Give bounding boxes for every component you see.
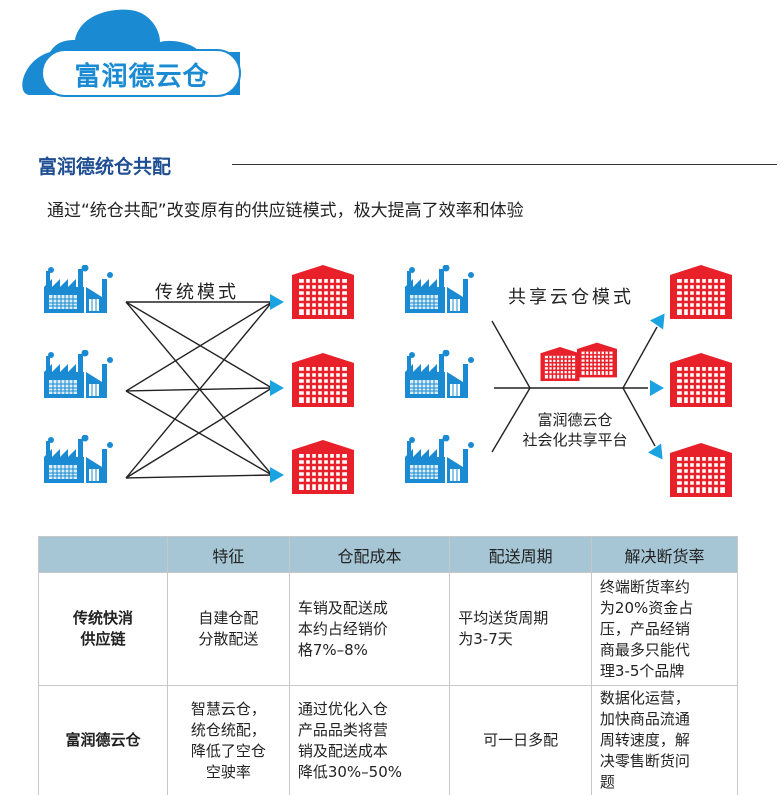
factory-icon — [44, 350, 114, 398]
hub-warehouse-icon — [577, 342, 617, 378]
arrow-icon — [270, 380, 284, 396]
cell-cycle: 平均送货周期为3-7天 — [449, 572, 592, 686]
warehouse-icon — [670, 353, 732, 407]
factory-icon — [44, 265, 114, 313]
connector-line — [125, 301, 273, 389]
logo-cloud-icon — [22, 9, 241, 97]
arrow-icon — [270, 467, 284, 483]
cell-stockout: 数据化运营，加快商品流通周转速度，解决零售断货问题 — [590, 685, 739, 795]
warehouse-icon — [292, 353, 354, 407]
arrow-icon — [650, 313, 665, 330]
arrow-icon — [648, 443, 663, 460]
cell-cycle: 可一日多配 — [449, 685, 592, 795]
warehouse-icon — [670, 443, 732, 497]
comparison-table: 特征 仓配成本 配送周期 解决断货率 传统快消供应链 自建仓配分散配送 车销及配… — [38, 536, 739, 795]
header-features: 特征 — [167, 536, 290, 573]
logo-text: 富润德云仓 — [74, 62, 210, 92]
section-title: 富润德统仓共配 — [38, 156, 172, 178]
cell-stockout: 终端断货率约为20%资金占压，产品经销商最多只能代理3-5个品牌 — [590, 572, 739, 686]
cell-features: 自建仓配分散配送 — [167, 572, 290, 686]
header-blank — [38, 536, 168, 573]
header-cycle: 配送周期 — [449, 536, 592, 573]
factory-icon — [405, 265, 475, 313]
table-row: 传统快消供应链 自建仓配分散配送 车销及配送成本约占经销价格7%–8% 平均送货… — [38, 572, 739, 686]
warehouse-icon — [292, 440, 354, 494]
factory-icon — [405, 435, 475, 483]
header-cost: 仓配成本 — [288, 536, 451, 573]
traditional-mode-label: 传统模式 — [155, 282, 239, 303]
warehouse-icon — [670, 265, 732, 319]
warehouse-icon — [292, 265, 354, 319]
platform-label-line2: 社会化共享平台 — [522, 431, 628, 449]
connector-line — [125, 301, 273, 476]
factory-icon — [405, 350, 475, 398]
arrow-icon — [650, 380, 664, 396]
arrow-icon — [270, 294, 284, 310]
table-row: 富润德云仓 智慧云仓，统仓统配，降低了空仓空驶率 通过优化入仓产品品类将营销及配… — [38, 685, 739, 795]
connector-line — [125, 387, 273, 479]
cell-cost: 通过优化入仓产品品类将营销及配送成本降低30%–50% — [288, 685, 451, 795]
connector-line — [622, 387, 656, 447]
row-name: 传统快消供应链 — [38, 572, 168, 686]
shared-mode-label: 共享云仓模式 — [508, 287, 634, 308]
connector-line — [491, 387, 531, 453]
connector-line — [622, 326, 658, 389]
cell-cost: 车销及配送成本约占经销价格7%–8% — [288, 572, 451, 686]
hub-warehouse-icon — [540, 347, 580, 381]
connector-line — [491, 320, 531, 389]
table-header-row: 特征 仓配成本 配送周期 解决断货率 — [38, 536, 739, 573]
section-subtitle: 通过“统仓共配”改变原有的供应链模式，极大提高了效率和体验 — [47, 201, 524, 221]
cell-features: 智慧云仓，统仓统配，降低了空仓空驶率 — [167, 685, 290, 795]
title-divider — [232, 164, 777, 165]
factory-icon — [44, 435, 114, 483]
row-name: 富润德云仓 — [38, 685, 168, 795]
connector-line — [125, 301, 273, 392]
header-stockout: 解决断货率 — [590, 536, 739, 573]
connector-line — [125, 301, 273, 479]
connector-line — [125, 474, 273, 479]
supply-chain-diagram — [44, 265, 732, 497]
platform-label-line1: 富润德云仓 — [537, 411, 613, 429]
